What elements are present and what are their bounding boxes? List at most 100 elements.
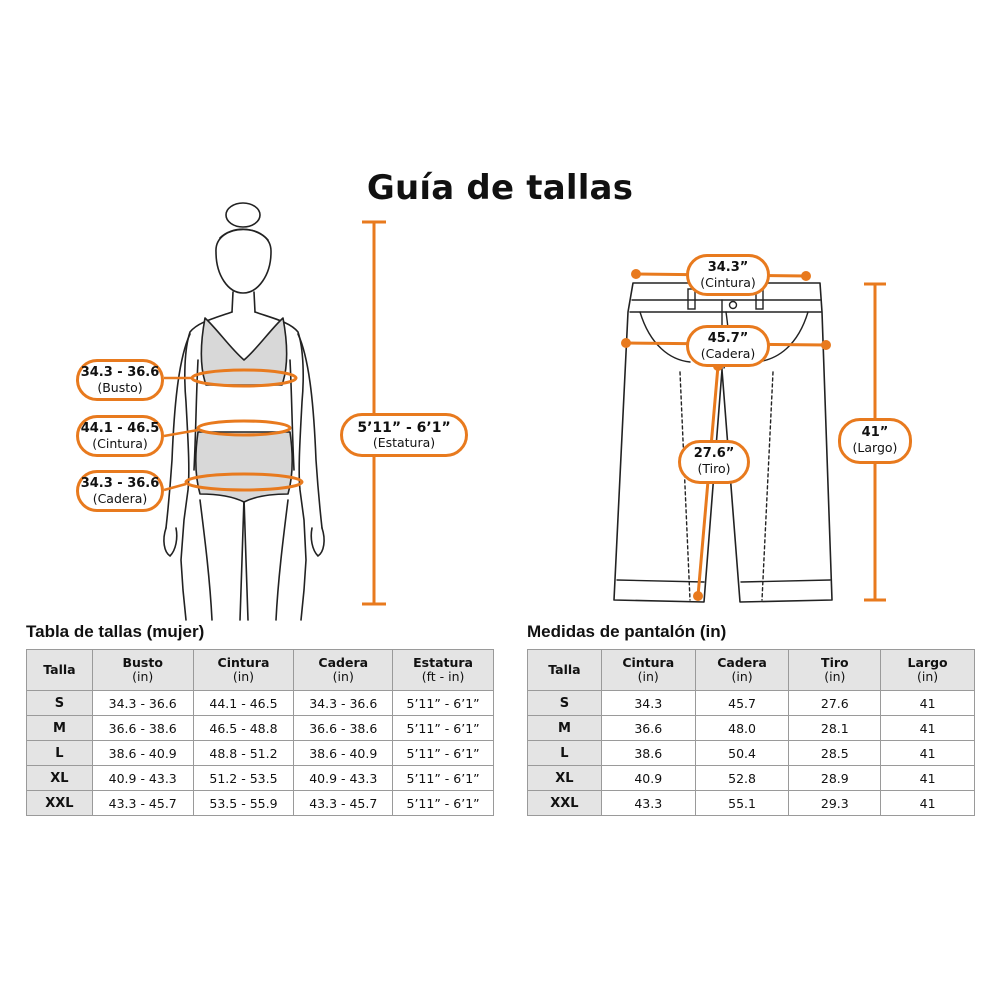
table-cell: 34.3 - 36.6 bbox=[293, 690, 394, 716]
table-cell: 38.6 bbox=[600, 740, 696, 766]
table-cell: 45.7 bbox=[694, 690, 790, 716]
header-rise: Tiro(in) bbox=[788, 649, 882, 691]
pants-waist-label: 34.3” (Cintura) bbox=[686, 254, 770, 296]
table-cell: 41 bbox=[880, 690, 975, 716]
header-size: Talla bbox=[527, 649, 602, 691]
size-cell: XXL bbox=[527, 790, 602, 816]
table-row: XL 40.9 - 43.3 51.2 - 53.5 40.9 - 43.3 5… bbox=[26, 765, 494, 791]
waist-measure-label: 44.1 - 46.5 (Cintura) bbox=[76, 415, 164, 457]
size-cell: XXL bbox=[26, 790, 93, 816]
header-unit: (in) bbox=[917, 669, 939, 684]
table-row: M 36.6 - 38.6 46.5 - 48.8 36.6 - 38.6 5’… bbox=[26, 715, 494, 741]
women-table-title: Tabla de tallas (mujer) bbox=[26, 622, 205, 641]
table-cell: 28.1 bbox=[788, 715, 882, 741]
pants-hip-name: (Cadera) bbox=[700, 345, 756, 361]
table-header-row: Talla Cintura(in) Cadera(in) Tiro(in) La… bbox=[527, 649, 975, 691]
table-cell: 36.6 - 38.6 bbox=[293, 715, 394, 741]
table-cell: 43.3 bbox=[600, 790, 696, 816]
table-cell: 38.6 - 40.9 bbox=[91, 740, 194, 766]
waist-measure-value: 44.1 - 46.5 bbox=[80, 421, 160, 436]
pants-waist-value: 34.3” bbox=[707, 260, 749, 275]
header-label: Estatura bbox=[413, 655, 473, 671]
table-cell: 44.1 - 46.5 bbox=[192, 690, 295, 716]
table-row: XXL 43.3 - 45.7 53.5 - 55.9 43.3 - 45.7 … bbox=[26, 790, 494, 816]
bust-measure-value: 34.3 - 36.6 bbox=[80, 365, 160, 380]
pants-length-label: 41” (Largo) bbox=[838, 418, 912, 464]
pants-hip-label: 45.7” (Cadera) bbox=[686, 325, 770, 367]
header-unit: (in) bbox=[824, 669, 846, 684]
size-cell: L bbox=[26, 740, 93, 766]
header-size: Talla bbox=[26, 649, 93, 691]
header-unit: (in) bbox=[132, 669, 154, 684]
table-cell: 43.3 - 45.7 bbox=[91, 790, 194, 816]
header-label: Busto bbox=[122, 655, 163, 671]
table-cell: 36.6 bbox=[600, 715, 696, 741]
table-row: XL 40.9 52.8 28.9 41 bbox=[527, 765, 975, 791]
table-cell: 36.6 - 38.6 bbox=[91, 715, 194, 741]
table-cell: 43.3 - 45.7 bbox=[293, 790, 394, 816]
table-cell: 46.5 - 48.8 bbox=[192, 715, 295, 741]
table-cell: 50.4 bbox=[694, 740, 790, 766]
table-cell: 41 bbox=[880, 765, 975, 791]
pants-size-table: Talla Cintura(in) Cadera(in) Tiro(in) La… bbox=[527, 649, 975, 816]
header-label: Cintura bbox=[217, 655, 270, 671]
header-label: Largo bbox=[907, 655, 948, 671]
header-unit: (in) bbox=[731, 669, 753, 684]
header-waist: Cintura(in) bbox=[600, 649, 696, 691]
table-row: S 34.3 - 36.6 44.1 - 46.5 34.3 - 36.6 5’… bbox=[26, 690, 494, 716]
pants-length-name: (Largo) bbox=[852, 439, 898, 455]
header-label: Tiro bbox=[821, 655, 849, 671]
table-cell: 34.3 bbox=[600, 690, 696, 716]
bust-measure-name: (Busto) bbox=[97, 379, 143, 395]
header-label: Cintura bbox=[622, 655, 675, 671]
table-cell: 5’11” - 6’1” bbox=[392, 690, 494, 716]
size-cell: XL bbox=[26, 765, 93, 791]
table-cell: 52.8 bbox=[694, 765, 790, 791]
header-label: Talla bbox=[43, 662, 76, 678]
header-hip: Cadera(in) bbox=[694, 649, 790, 691]
header-length: Largo(in) bbox=[880, 649, 975, 691]
page-title: Guía de tallas bbox=[366, 168, 634, 208]
table-cell: 40.9 bbox=[600, 765, 696, 791]
pants-length-value: 41” bbox=[861, 425, 889, 440]
header-label: Talla bbox=[548, 662, 581, 678]
waist-measure-name: (Cintura) bbox=[92, 435, 148, 451]
table-cell: 5’11” - 6’1” bbox=[392, 790, 494, 816]
hip-measure-label: 34.3 - 36.6 (Cadera) bbox=[76, 470, 164, 512]
size-cell: M bbox=[527, 715, 602, 741]
women-size-table: Talla Busto(in) Cintura(in) Cadera(in) E… bbox=[26, 649, 494, 816]
table-cell: 41 bbox=[880, 715, 975, 741]
table-cell: 27.6 bbox=[788, 690, 882, 716]
header-unit: (in) bbox=[332, 669, 354, 684]
height-measure-value: 5’11” - 6’1” bbox=[357, 420, 451, 436]
header-height: Estatura(ft - in) bbox=[392, 649, 494, 691]
header-bust: Busto(in) bbox=[91, 649, 194, 691]
size-cell: S bbox=[527, 690, 602, 716]
table-cell: 28.9 bbox=[788, 765, 882, 791]
size-cell: S bbox=[26, 690, 93, 716]
pants-rise-value: 27.6” bbox=[693, 446, 735, 461]
table-cell: 40.9 - 43.3 bbox=[293, 765, 394, 791]
size-cell: L bbox=[527, 740, 602, 766]
pants-table-title: Medidas de pantalón (in) bbox=[527, 622, 727, 641]
table-cell: 40.9 - 43.3 bbox=[91, 765, 194, 791]
table-cell: 53.5 - 55.9 bbox=[192, 790, 295, 816]
header-waist: Cintura(in) bbox=[192, 649, 295, 691]
table-row: M 36.6 48.0 28.1 41 bbox=[527, 715, 975, 741]
table-cell: 5’11” - 6’1” bbox=[392, 765, 494, 791]
header-unit: (in) bbox=[232, 669, 255, 684]
table-cell: 29.3 bbox=[788, 790, 882, 816]
table-cell: 5’11” - 6’1” bbox=[392, 715, 494, 741]
table-cell: 38.6 - 40.9 bbox=[293, 740, 394, 766]
hip-measure-name: (Cadera) bbox=[92, 490, 148, 506]
hip-measure-value: 34.3 - 36.6 bbox=[80, 476, 160, 491]
header-label: Cadera bbox=[318, 655, 369, 671]
table-cell: 48.8 - 51.2 bbox=[192, 740, 295, 766]
pants-waist-name: (Cintura) bbox=[700, 274, 756, 290]
size-cell: M bbox=[26, 715, 93, 741]
pants-rise-label: 27.6” (Tiro) bbox=[678, 440, 750, 484]
table-cell: 55.1 bbox=[694, 790, 790, 816]
pants-rise-name: (Tiro) bbox=[697, 460, 731, 476]
header-unit: (ft - in) bbox=[421, 669, 465, 684]
